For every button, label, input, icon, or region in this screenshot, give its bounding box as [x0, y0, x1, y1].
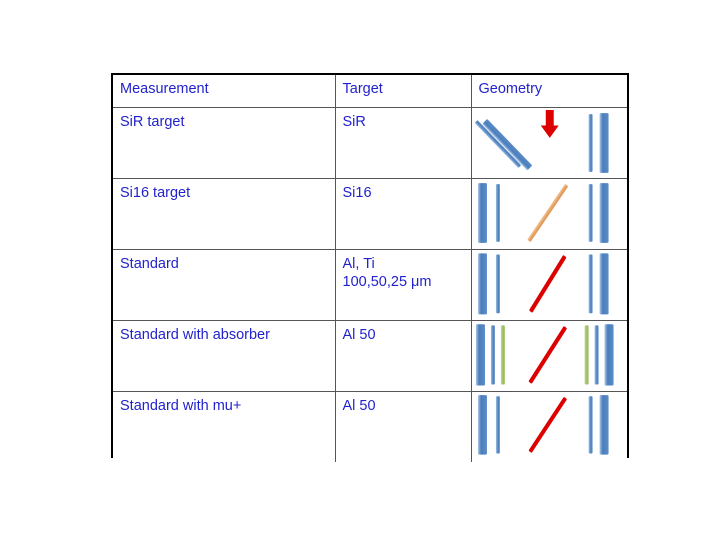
left-detector-bars: [477, 183, 500, 243]
cell-geometry: [470, 320, 628, 392]
cell-target: Si16: [334, 178, 472, 250]
table-row: Standard with absorber Al 50: [113, 320, 628, 392]
cell-measurement: Standard with mu+: [113, 391, 336, 462]
beam-line: [528, 255, 566, 313]
cell-target: Al, Ti 100,50,25 μm: [334, 249, 472, 321]
right-detector-bars: [588, 253, 609, 315]
measurement-geometry-table: Measurement Target Geometry SiR target: [113, 75, 627, 462]
table-row: Standard Al, Ti 100,50,25 μm: [113, 249, 628, 321]
measurement-label: Standard with mu+: [120, 398, 242, 414]
target-label: Al, Ti 100,50,25 μm: [342, 256, 432, 290]
right-detector-bars: [584, 324, 614, 386]
cell-target: SiR: [334, 107, 472, 179]
standard-geometry: [472, 250, 628, 320]
measurement-label: Standard with absorber: [120, 327, 270, 343]
table-header-row: Measurement Target Geometry: [113, 75, 627, 108]
beam-line: [528, 397, 567, 453]
right-detector-bars: [588, 183, 609, 243]
si16-target-geometry: [472, 179, 628, 249]
cell-measurement: Standard: [113, 249, 336, 321]
target-label: SiR: [342, 114, 366, 130]
beam-line: [527, 184, 568, 242]
table-row: SiR target SiR: [113, 107, 628, 179]
cell-geometry: [470, 391, 628, 462]
cell-measurement: Standard with absorber: [113, 320, 336, 392]
column-header-measurement-label: Measurement: [120, 81, 209, 97]
cell-geometry: [470, 249, 628, 321]
geometry-table-container: Measurement Target Geometry SiR target: [111, 73, 629, 462]
sir-target-geometry: [472, 108, 628, 178]
table-row: Standard with mu+ Al 50: [113, 391, 628, 462]
column-header-geometry: Geometry: [470, 75, 627, 108]
measurement-label: Standard: [120, 256, 179, 272]
tilted-target-bars: [474, 119, 532, 171]
right-detector-bars: [588, 395, 609, 455]
table-row: Si16 target Si16: [113, 178, 628, 250]
cell-measurement: SiR target: [113, 107, 336, 179]
standard-with-absorber-geometry: [472, 321, 628, 391]
cell-measurement: Si16 target: [113, 178, 336, 250]
measurement-label: Si16 target: [120, 185, 191, 201]
target-label: Si16: [342, 185, 372, 201]
target-label: Al 50: [342, 398, 376, 414]
column-header-target: Target: [334, 75, 472, 108]
column-header-geometry-label: Geometry: [478, 81, 543, 97]
left-detector-bars: [475, 324, 505, 386]
standard-with-mu-plus-geometry: [472, 392, 628, 462]
red-down-arrow: [540, 110, 559, 138]
column-header-target-label: Target: [342, 81, 383, 97]
target-label: Al 50: [342, 327, 376, 343]
left-detector-bars: [477, 395, 500, 455]
left-detector-bars: [477, 253, 500, 315]
measurement-label: SiR target: [120, 114, 185, 130]
cell-target: Al 50: [334, 391, 472, 462]
cell-geometry: [470, 178, 628, 250]
right-detector-bars: [588, 113, 609, 173]
cell-target: Al 50: [334, 320, 472, 392]
cell-geometry: [470, 107, 628, 179]
beam-line: [528, 326, 567, 384]
column-header-measurement: Measurement: [113, 75, 336, 108]
